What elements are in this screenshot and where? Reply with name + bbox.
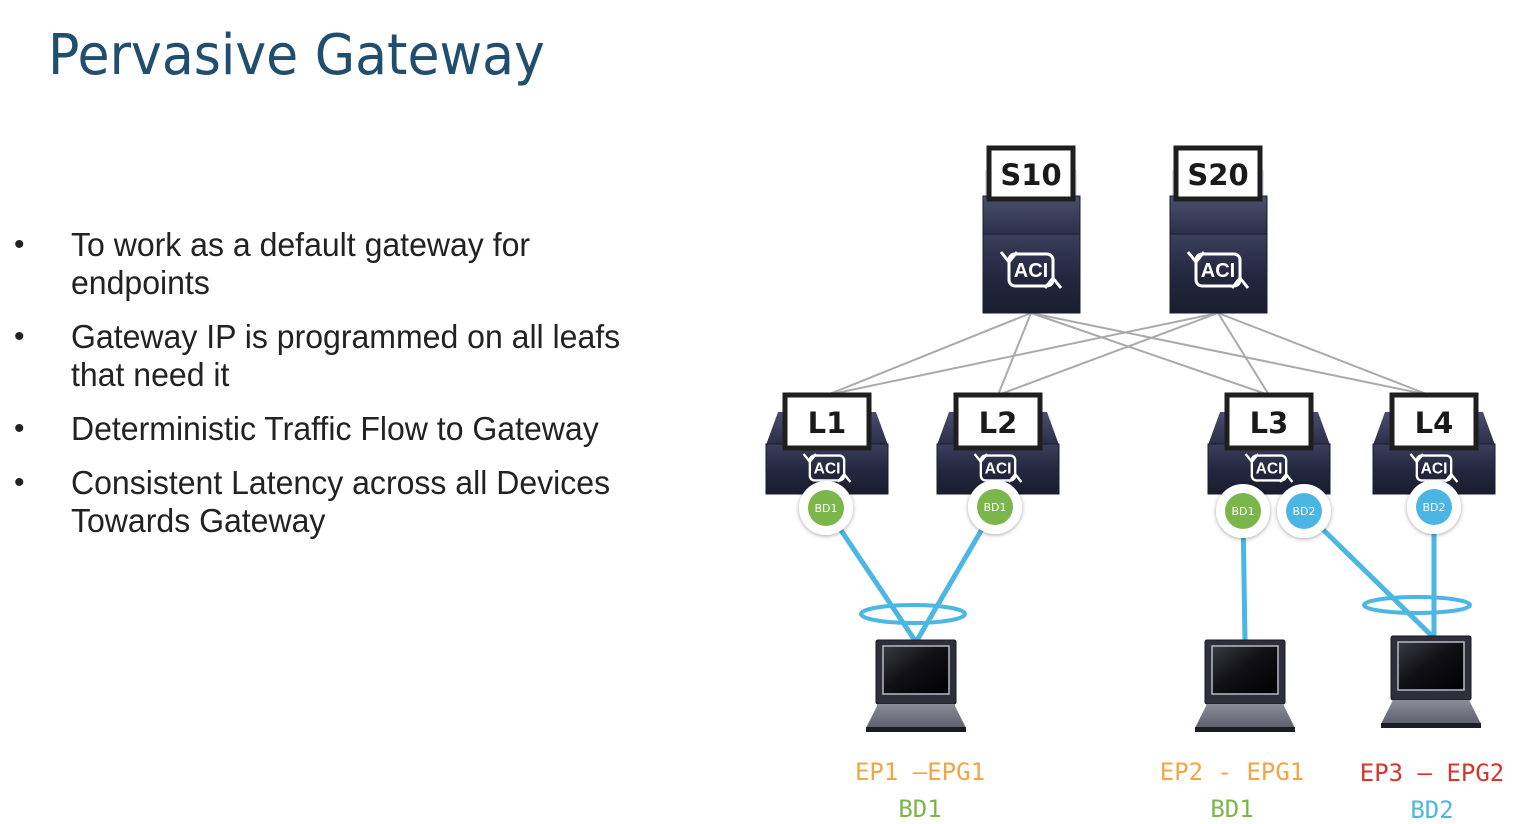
laptop-icon <box>1195 639 1295 732</box>
port-channel-ring-icon <box>1362 595 1472 615</box>
bullet-text-line: that need it <box>71 356 230 393</box>
svg-text:ACI: ACI <box>1256 460 1283 477</box>
access-links <box>823 504 1472 645</box>
bullet-text-line: To work as a default gateway for <box>71 226 531 263</box>
bd-badge-label: BD1 <box>814 502 837 515</box>
bullet-dot-icon: • <box>14 320 25 353</box>
bd-badge: BD1 <box>1216 484 1270 538</box>
fabric-link <box>1030 312 1430 396</box>
spine-label: S20 <box>1187 158 1248 192</box>
leaf-switch: ACI L4 <box>1372 392 1496 495</box>
bullet-text-line: Gateway IP is programmed on all leafs <box>71 318 621 355</box>
switch-label-box <box>986 145 1076 202</box>
svg-text:ACI: ACI <box>1421 460 1448 477</box>
fabric-link <box>1217 312 1270 396</box>
leaf-label: L3 <box>1250 406 1289 440</box>
switch-label-box <box>1389 392 1479 451</box>
svg-text:ACI: ACI <box>1014 260 1048 282</box>
laptop-icon <box>866 639 966 732</box>
access-link <box>1301 508 1437 641</box>
switch-label-box <box>1224 392 1314 451</box>
svg-text:ACI: ACI <box>814 460 841 477</box>
leaf-label: L2 <box>979 406 1018 440</box>
bd-badge-label: BD2 <box>1422 501 1445 514</box>
endpoint-bd-label: BD2 <box>1410 796 1453 824</box>
endpoint-epg-label: EP3 – EPG2 <box>1360 759 1505 787</box>
laptop-icon <box>1381 635 1481 728</box>
spine-switch: ACI S10 <box>982 145 1081 314</box>
bullet-dot-icon: • <box>14 228 25 261</box>
bullet-dot-icon: • <box>14 466 25 499</box>
bullet-text-line: Deterministic Traffic Flow to Gateway <box>71 410 599 447</box>
endpoint-epg-label: EP1 –EPG1 <box>855 758 985 786</box>
leaf-label: L1 <box>808 406 847 440</box>
aci-logo-icon: ACI <box>802 453 852 483</box>
spine-label: S10 <box>1000 158 1061 192</box>
bd-badge: BD2 <box>1277 484 1331 538</box>
slide-title: Pervasive Gateway <box>48 23 545 88</box>
endpoint-bd-label: BD1 <box>898 795 941 823</box>
switch-label-box <box>782 392 872 451</box>
fabric-link <box>1030 312 1270 396</box>
spine-switch: ACI S20 <box>1169 145 1268 314</box>
leaf-switch: ACI L1 <box>765 392 889 495</box>
aci-logo-icon: ACI <box>1244 453 1294 483</box>
aci-logo-icon: ACI <box>999 251 1063 289</box>
bullet-text-line: endpoints <box>71 264 210 301</box>
fabric-link <box>997 312 1219 396</box>
bd-badge: BD2 <box>1407 480 1461 534</box>
aci-logo-icon: ACI <box>1186 251 1250 289</box>
svg-text:ACI: ACI <box>985 460 1012 477</box>
switch-label-box <box>953 392 1043 451</box>
switch-label-box <box>1173 145 1263 202</box>
fabric-link <box>826 312 1219 396</box>
leaf-label: L4 <box>1415 406 1454 440</box>
fabric-link <box>997 312 1032 396</box>
bd-badge-label: BD1 <box>983 501 1006 514</box>
endpoint-epg-label: EP2 - EPG1 <box>1160 758 1305 786</box>
fabric-link <box>1217 312 1430 396</box>
bullet-dot-icon: • <box>14 412 25 445</box>
leaf-switch: ACI L2 <box>936 392 1060 495</box>
fabric-link <box>826 312 1032 396</box>
bd-badge: BD1 <box>968 480 1022 534</box>
bd-badge-label: BD2 <box>1292 505 1315 518</box>
bullet-item: • Deterministic Traffic Flow to Gateway <box>0 410 720 448</box>
fabric-links <box>826 312 1430 396</box>
bd-badge-label: BD1 <box>1231 505 1254 518</box>
bd-badge: BD1 <box>799 481 853 535</box>
svg-text:ACI: ACI <box>1201 260 1235 282</box>
endpoint-bd-label: BD1 <box>1210 795 1253 823</box>
bullet-text-line: Towards Gateway <box>71 502 326 539</box>
bullet-text-line: Consistent Latency across all Devices <box>71 464 611 501</box>
leaf-switch: ACI L3 <box>1207 392 1331 495</box>
port-channel-ring-icon <box>859 603 967 625</box>
